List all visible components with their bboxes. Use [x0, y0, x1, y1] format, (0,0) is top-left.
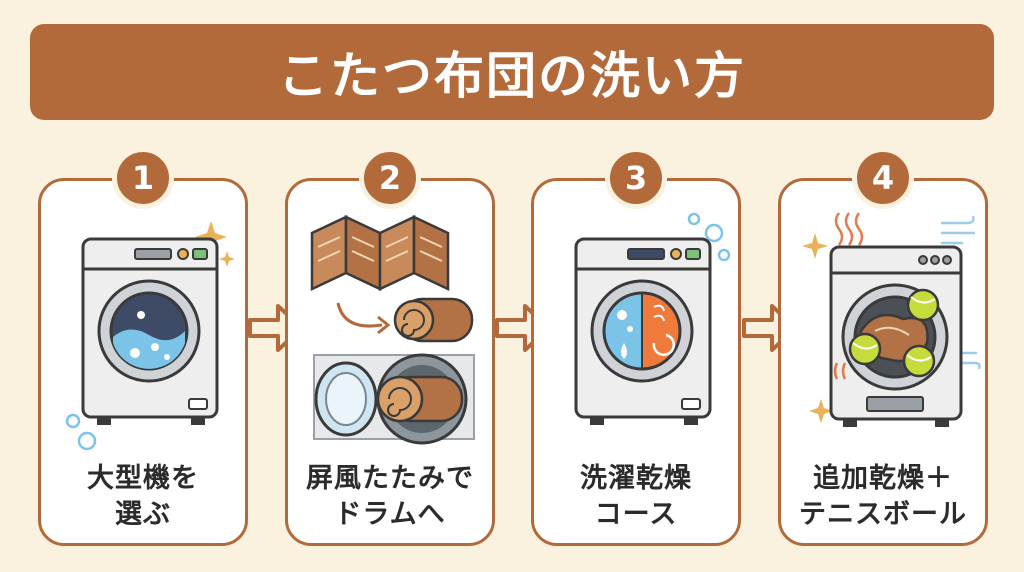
step-label-1: 大型機を 選ぶ — [87, 463, 199, 530]
title-banner: こたつ布団の洗い方 — [30, 24, 994, 120]
step-number-2: 2 — [359, 147, 421, 209]
large-washing-machine-icon — [65, 221, 235, 451]
folded-futon-into-drum-icon — [310, 215, 475, 445]
step-label-3: 洗濯乾燥 コース — [580, 463, 692, 530]
step-number-4: 4 — [852, 147, 914, 209]
step-label-2: 屏風たたみで ドラムへ — [306, 463, 474, 530]
page-title: こたつ布団の洗い方 — [278, 47, 746, 105]
step-card-2: 屏風たたみで ドラムへ — [285, 178, 495, 546]
step-number-3: 3 — [605, 147, 667, 209]
dryer-with-tennis-balls-icon — [802, 212, 981, 427]
step-number-1: 1 — [112, 147, 174, 209]
step-label-4: 追加乾燥＋ テニスボール — [799, 463, 967, 530]
wash-dry-course-machine-icon — [574, 212, 731, 425]
step-card-4: 追加乾燥＋ テニスボール — [778, 178, 988, 546]
step-card-3: 洗濯乾燥 コース — [531, 178, 741, 546]
step-card-1: 大型機を 選ぶ — [38, 178, 248, 546]
